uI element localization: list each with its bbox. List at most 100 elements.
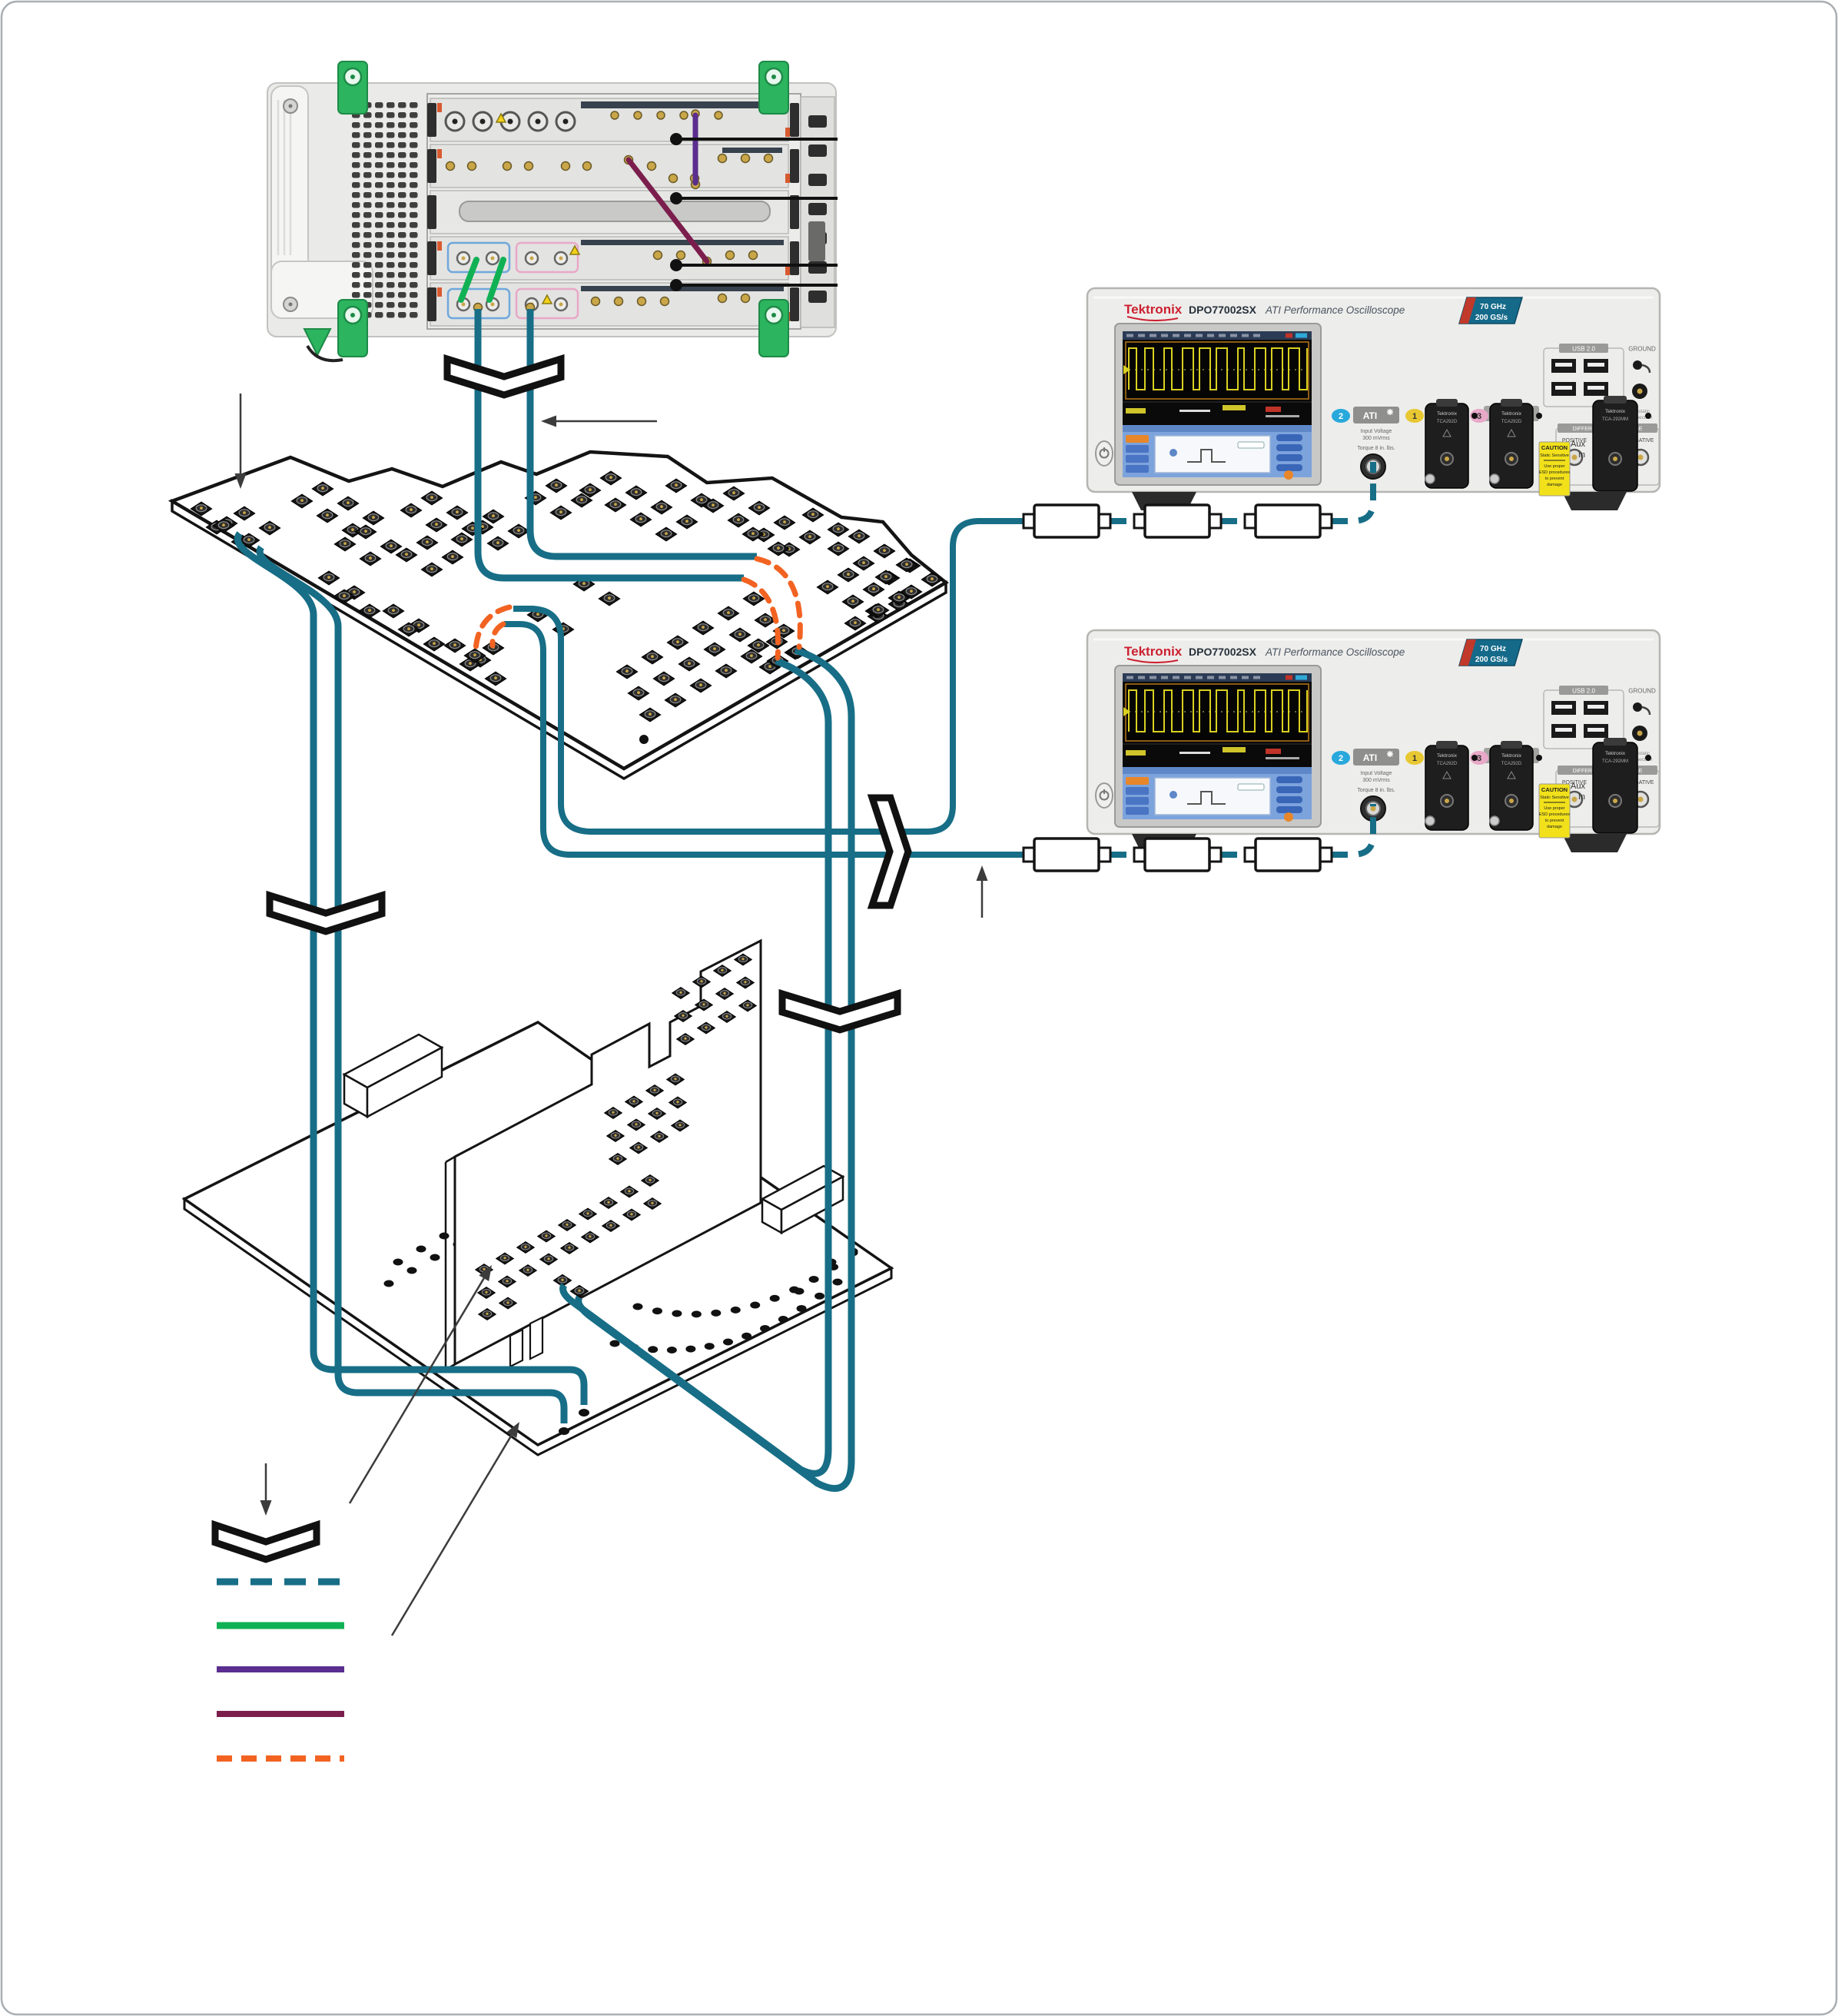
antistatic-label: Connection [1627, 757, 1653, 762]
attenuator-chains [1022, 462, 1376, 872]
antistatic-pin [1637, 730, 1643, 736]
vent-hole [410, 292, 418, 298]
ui-title-bar [1123, 425, 1312, 432]
vent-hole [375, 192, 383, 198]
power-button[interactable] [1095, 782, 1113, 809]
via-dot [730, 1306, 741, 1314]
cable-bundle-chevron-icon [211, 1519, 320, 1563]
esd-warning-icon [541, 294, 553, 304]
callout-arrows [234, 394, 988, 1636]
adapter-screw [1489, 815, 1500, 826]
chassis-to-interposer-1-cable [526, 309, 757, 560]
aux-label: Aux [1571, 782, 1585, 791]
channel-number: 1 [1412, 754, 1417, 763]
arrow-shaft [390, 1434, 513, 1636]
esm-nub [808, 174, 827, 186]
module-latch-left [427, 195, 436, 229]
callout-dot [670, 133, 682, 145]
ui-sketch-icon [1169, 791, 1177, 799]
adapter-screw [1489, 473, 1500, 484]
antistatic-label: Connection [1627, 415, 1653, 420]
latch-accent [785, 266, 790, 275]
adapter-pin [1613, 457, 1617, 461]
attenuator-chain-2 [1022, 804, 1376, 872]
vent-hole [387, 192, 395, 198]
adapter-tab [1436, 399, 1458, 407]
adapter-model: TCA292D [1437, 762, 1458, 766]
adapter-pin [1509, 457, 1514, 461]
sma-connector [717, 153, 728, 164]
vent-hole [375, 122, 383, 128]
vent-hole [387, 312, 395, 318]
adapter-model: TCA-292MM [1602, 417, 1628, 422]
ati-channel-number: 2 [1339, 754, 1343, 763]
attenuator-stub [1097, 846, 1112, 863]
via-dot [406, 1267, 417, 1274]
panel-screw [1536, 413, 1542, 419]
vent-hole [387, 162, 395, 168]
menu-item-mark [1296, 675, 1307, 680]
chevron-symbols [266, 354, 912, 1034]
esm-nub [808, 261, 827, 274]
menu-item-mark [1184, 676, 1191, 679]
caution-line: ESD procedures [1539, 812, 1571, 817]
adapter-warning-icon [1507, 428, 1516, 437]
chain-dashed-cable [1331, 804, 1376, 858]
adapter-tab [1501, 741, 1522, 749]
vent-hole [398, 232, 406, 238]
speed-badge-accent [1459, 639, 1476, 666]
vent-hole [387, 212, 395, 218]
adapter-brand: Tektronix [1605, 409, 1626, 414]
vent-hole [387, 222, 395, 228]
ati-label: ATI [1363, 410, 1377, 421]
attenuator-body [1143, 503, 1211, 539]
adapter-model: TCA292D [1501, 420, 1522, 424]
screen-menu-bar [1123, 331, 1312, 340]
legend [211, 1463, 344, 1762]
vent-hole [398, 112, 406, 118]
vent-hole [363, 222, 372, 228]
ui-pill-button [1276, 434, 1302, 441]
vent-hole [352, 142, 360, 148]
adapter-brand: Tektronix [1501, 753, 1522, 759]
adapter-screw [1425, 473, 1435, 484]
ground-jack[interactable] [1633, 360, 1642, 370]
via-dot [769, 1294, 780, 1302]
vent-hole [375, 222, 383, 228]
annotations-layer [234, 133, 988, 1636]
via-dot [814, 1292, 825, 1300]
vent-hole [398, 222, 406, 228]
brand-swoosh [1126, 658, 1179, 664]
vent-hole [410, 122, 418, 128]
via-dot [832, 1278, 843, 1286]
ground-jack[interactable] [1633, 702, 1642, 712]
attenuator-chain-1 [1022, 462, 1376, 539]
vent-hole [398, 122, 406, 128]
via-dot [808, 1275, 819, 1283]
vent-hole [375, 172, 383, 178]
attenuator-box [1243, 503, 1333, 539]
vent-hole [375, 182, 383, 188]
vent-hole [375, 302, 383, 308]
module-latch-left [427, 241, 436, 275]
vent-hole [352, 172, 360, 178]
readout-mark [1223, 405, 1246, 410]
via-dot [750, 1301, 761, 1309]
ui-pill-button [1276, 444, 1302, 451]
menu-item-mark [1207, 334, 1214, 337]
menu-item-mark [1253, 676, 1260, 679]
coax-pin [461, 256, 466, 261]
riser-slot [529, 1316, 544, 1360]
vent-hole [352, 152, 360, 158]
ati-channel-tag [1332, 751, 1350, 765]
attenuator-box [1022, 837, 1112, 872]
vent-hole [352, 162, 360, 168]
vent-hole [375, 292, 383, 298]
menu-item-mark [1126, 334, 1133, 337]
menu-item-mark [1126, 676, 1133, 679]
power-button[interactable] [1095, 440, 1113, 467]
sma-connector [560, 161, 571, 171]
ground-jack-hook [1641, 706, 1651, 716]
